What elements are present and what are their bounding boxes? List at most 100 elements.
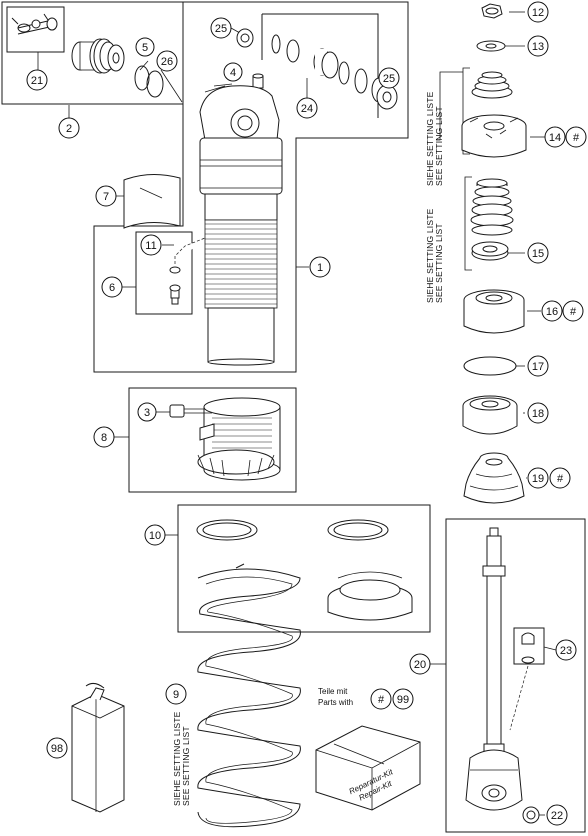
- hash-14: [565, 126, 587, 148]
- callout-24-text: 24: [301, 103, 313, 115]
- part-13-washer: [476, 40, 506, 52]
- callout-11: [140, 234, 162, 256]
- callout-99-text: 99: [397, 694, 409, 706]
- callout-14: [544, 126, 566, 148]
- part-20-piston-rod: [465, 527, 523, 811]
- spring-thread: [205, 223, 277, 305]
- callout-23-text: 23: [560, 645, 572, 657]
- hash-19: [549, 467, 571, 489]
- callout-11-text: 11: [145, 240, 156, 252]
- callout-6-text: 6: [109, 282, 115, 294]
- part-24-bush-set: [271, 34, 398, 110]
- hash-16-text: #: [570, 306, 577, 318]
- part-15-washer: [471, 241, 509, 261]
- group-box-8: [128, 387, 297, 493]
- setting-list-label-spring: SIEHE SETTING LISTE SEE SETTING LIST: [172, 711, 191, 806]
- shim-stack-lower: [470, 178, 514, 236]
- part-23-valve: [509, 627, 545, 731]
- part-11-valve: [169, 237, 206, 305]
- part-10-spring-plates: [196, 519, 413, 621]
- setting-list-de-upper: SIEHE SETTING LISTE: [425, 91, 435, 186]
- part-26-ring: [146, 70, 164, 98]
- callout-12: [527, 1, 549, 23]
- callout-15: [527, 242, 549, 264]
- part-17-circlip: [463, 356, 517, 376]
- callout-1-text: 1: [317, 262, 323, 274]
- part-12-nut: [481, 3, 503, 19]
- hash-19-text: #: [557, 473, 564, 485]
- callout-1: [309, 256, 331, 278]
- setting-list-en-lower: SEE SETTING LIST: [434, 223, 444, 303]
- callout-17-text: 17: [532, 361, 544, 373]
- callout-20-text: 20: [414, 659, 426, 671]
- leader-lines: [37, 11, 557, 816]
- parts-with-en: Parts with: [318, 698, 353, 707]
- setting-list-label-lower: SIEHE SETTING LISTE SEE SETTING LIST: [425, 208, 444, 303]
- callout-2-text: 2: [66, 123, 72, 135]
- group-box-10: [177, 504, 431, 633]
- callout-9-text: 9: [173, 689, 179, 701]
- callout-8-text: 8: [101, 432, 107, 444]
- callout-17: [527, 355, 549, 377]
- callout-4-text: 4: [230, 67, 236, 79]
- callout-5: [135, 37, 155, 57]
- callout-16: [541, 300, 563, 322]
- setting-list-label-upper: SIEHE SETTING LISTE SEE SETTING LIST: [425, 91, 444, 186]
- callout-26: [156, 50, 178, 72]
- part-18-seal-head: [462, 395, 518, 435]
- callout-21-text: 21: [31, 75, 43, 87]
- group-box-20: [445, 518, 586, 833]
- callout-4: [223, 62, 243, 82]
- callout-98-text: 98: [51, 743, 63, 755]
- callout-25a: [210, 17, 232, 39]
- callout-10-text: 10: [149, 530, 161, 542]
- callout-6: [101, 276, 123, 298]
- adjuster-thread: [212, 417, 272, 449]
- part-8-preload-adjuster: [169, 397, 281, 481]
- callout-99: [392, 688, 414, 710]
- setting-list-en-spring: SEE SETTING LIST: [181, 726, 191, 806]
- part-19-bump-rubber: [463, 452, 525, 504]
- setting-list-de-lower: SIEHE SETTING LISTE: [425, 208, 435, 303]
- callout-10: [144, 524, 166, 546]
- part-2-valve-stack: [71, 38, 125, 74]
- callout-7-text: 7: [103, 191, 109, 203]
- callout-16-text: 16: [546, 306, 558, 318]
- hash-16: [562, 300, 584, 322]
- callout-18-text: 18: [532, 408, 544, 420]
- callout-13: [527, 35, 549, 57]
- hash-99-text: #: [378, 694, 385, 706]
- part-16-compression-piston: [463, 289, 525, 334]
- callout-98: [46, 737, 68, 759]
- callout-20: [409, 653, 431, 675]
- hash-99: [370, 688, 392, 710]
- group-box-6: [135, 231, 193, 315]
- callout-21: [26, 69, 48, 91]
- part-5-ring: [134, 65, 150, 91]
- callout-19: [527, 467, 549, 489]
- part-99-repair-kit: [315, 725, 421, 811]
- part-98-oil-can: [71, 682, 125, 813]
- callout-3: [137, 402, 157, 422]
- callout-26-text: 26: [161, 56, 173, 68]
- part-7-sticker: [123, 174, 181, 229]
- shim-stack-upper: [471, 71, 513, 99]
- callout-12-text: 12: [532, 7, 544, 19]
- callout-5-text: 5: [142, 42, 148, 54]
- callout-25b-text: 25: [383, 73, 395, 85]
- callout-23: [555, 639, 577, 661]
- part-14-piston: [461, 114, 527, 158]
- callout-25b: [378, 67, 400, 89]
- parts-with-de: Teile mit: [318, 687, 348, 696]
- callout-3-text: 3: [144, 407, 150, 419]
- group-box-21: [6, 6, 65, 53]
- callout-13-text: 13: [532, 41, 544, 53]
- callout-22: [546, 804, 568, 826]
- callout-25a-text: 25: [215, 23, 227, 35]
- callout-19-text: 19: [532, 473, 544, 485]
- setting-list-de-spring: SIEHE SETTING LISTE: [172, 711, 182, 806]
- part-22-bush: [522, 806, 540, 824]
- part-21-linkage: [11, 13, 58, 35]
- callout-22-text: 22: [551, 810, 563, 822]
